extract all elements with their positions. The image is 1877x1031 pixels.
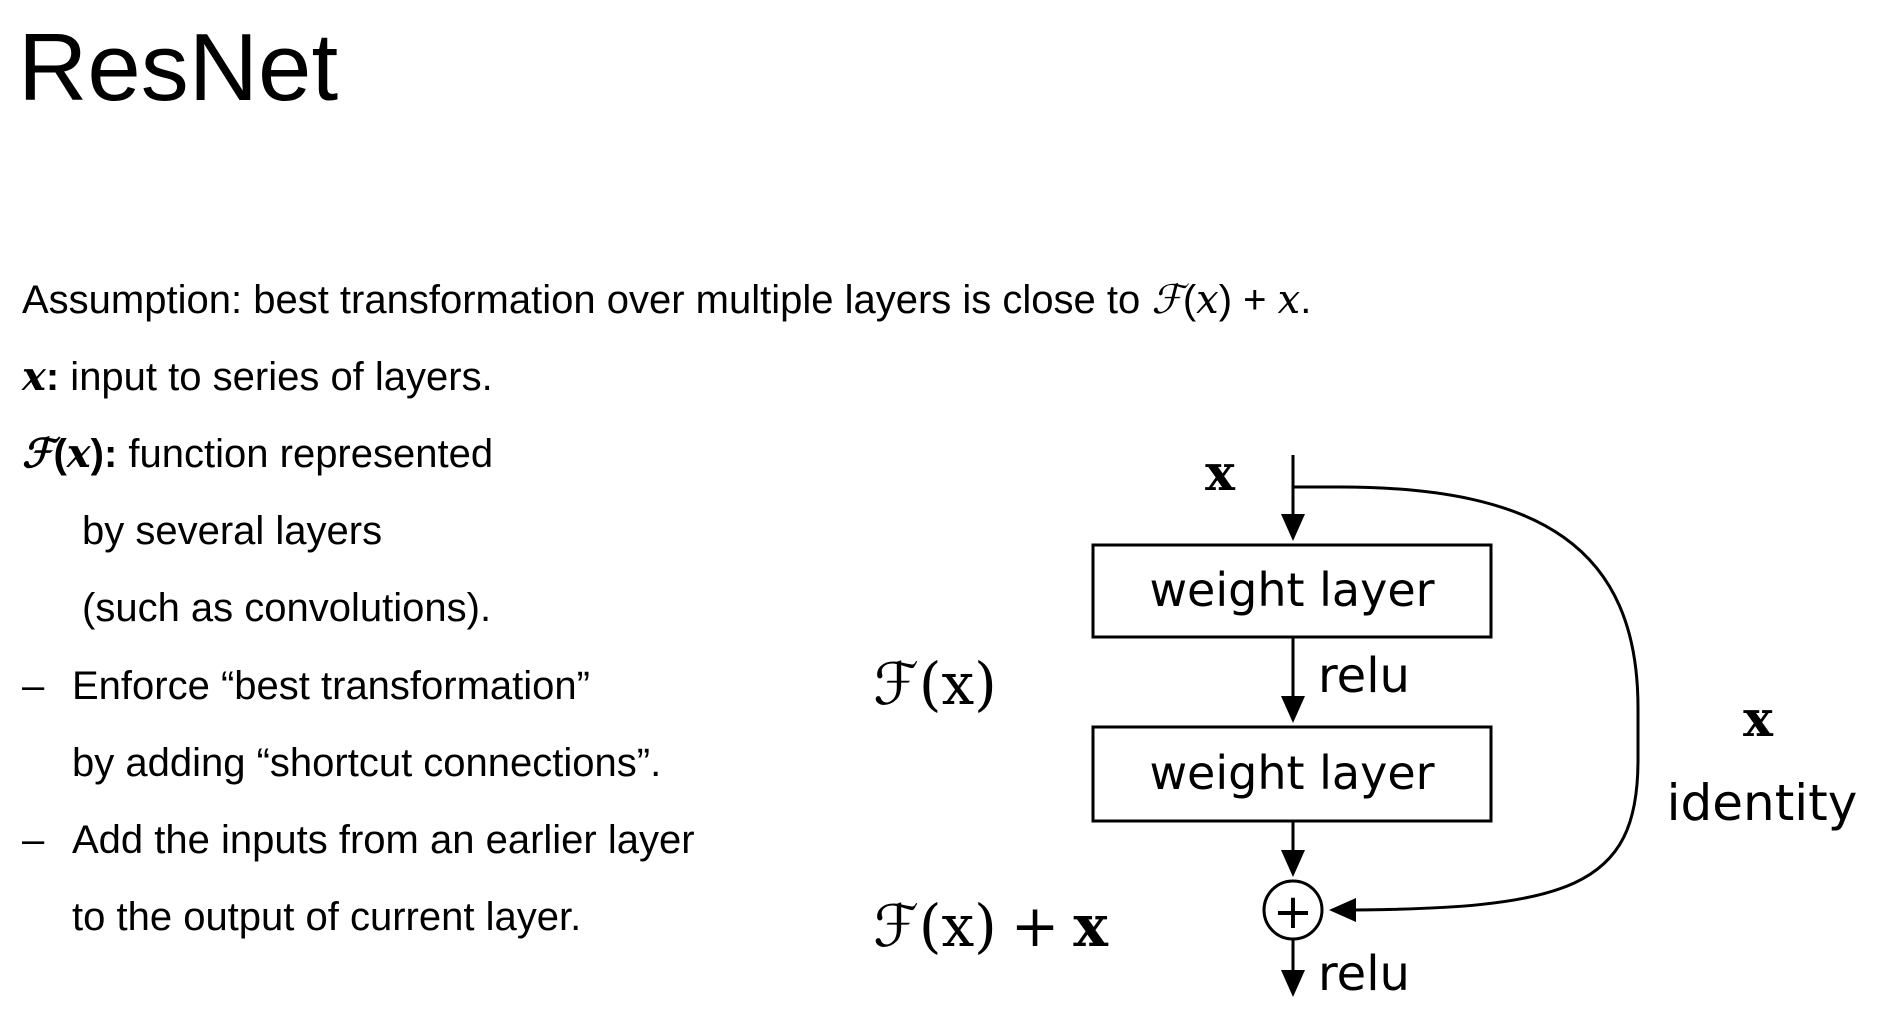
input-x-label: x <box>1205 443 1236 502</box>
sum-label-f: ℱ(x) <box>873 892 997 960</box>
bullet-dash-2: – <box>22 818 45 862</box>
identity-label: identity <box>1667 774 1858 832</box>
f-definition-line-2: by several layers <box>82 509 383 553</box>
assumption-formula-close: ) <box>1218 278 1233 322</box>
f-def-symbol-open: ( <box>53 432 67 476</box>
weight-layer-2-box <box>1091 725 1493 823</box>
fx-label: ℱ(x) <box>873 650 997 718</box>
shortcut-x-label: x <box>1743 689 1774 748</box>
f-def-symbol-close: ) <box>90 432 104 476</box>
relu-bottom-label: relu <box>1318 946 1410 1002</box>
f-definition-line: ℱ(x): function represented <box>22 432 494 476</box>
fx-plus-x-label: ℱ(x)+x <box>873 892 1108 960</box>
relu-middle-label: relu <box>1318 648 1410 704</box>
bullet-1-line-1: Enforce “best transformation” <box>72 664 590 708</box>
f-def-colon: : <box>103 432 118 476</box>
plus-icon: + <box>1273 884 1313 940</box>
bullet-dash-1: – <box>22 664 45 708</box>
identity-shortcut-arrow <box>1293 485 1640 922</box>
x-def-symbol: x <box>22 353 46 400</box>
assumption-formula-x2: x <box>1277 277 1301 323</box>
bullet-2-line-2: to the output of current layer. <box>72 895 582 939</box>
f-def-symbol-f: ℱ <box>22 430 54 477</box>
bullet-1-line-2: by adding “shortcut connections”. <box>72 741 662 785</box>
slide-title: ResNet <box>18 14 339 121</box>
assumption-period: . <box>1300 278 1312 322</box>
f-def-symbol-x: x <box>66 430 91 477</box>
assumption-formula-x: x <box>1196 277 1219 323</box>
weight-layer-1-box <box>1091 543 1493 639</box>
bullet-2-line-1: Add the inputs from an earlier layer <box>72 818 695 862</box>
sum-label-x: x <box>1073 892 1108 960</box>
f-def-text-1: function represented <box>117 432 494 476</box>
x-def-colon: : <box>45 355 60 399</box>
weight-layer-2-label: weight layer <box>1149 746 1434 800</box>
assumption-formula-plus: + <box>1232 278 1278 322</box>
sum-label-plus: + <box>1011 892 1060 960</box>
assumption-line: Assumption: best transformation over mul… <box>22 280 1311 320</box>
x-definition-line: x: input to series of layers. <box>22 355 493 399</box>
weight-layer-1-label: weight layer <box>1149 563 1434 617</box>
x-def-text: input to series of layers. <box>59 355 493 399</box>
f-definition-line-3: (such as convolutions). <box>82 586 492 630</box>
assumption-formula-f: ℱ <box>1151 277 1183 323</box>
assumption-text: Assumption: best transformation over mul… <box>22 278 1152 322</box>
assumption-formula-open: ( <box>1182 278 1197 322</box>
